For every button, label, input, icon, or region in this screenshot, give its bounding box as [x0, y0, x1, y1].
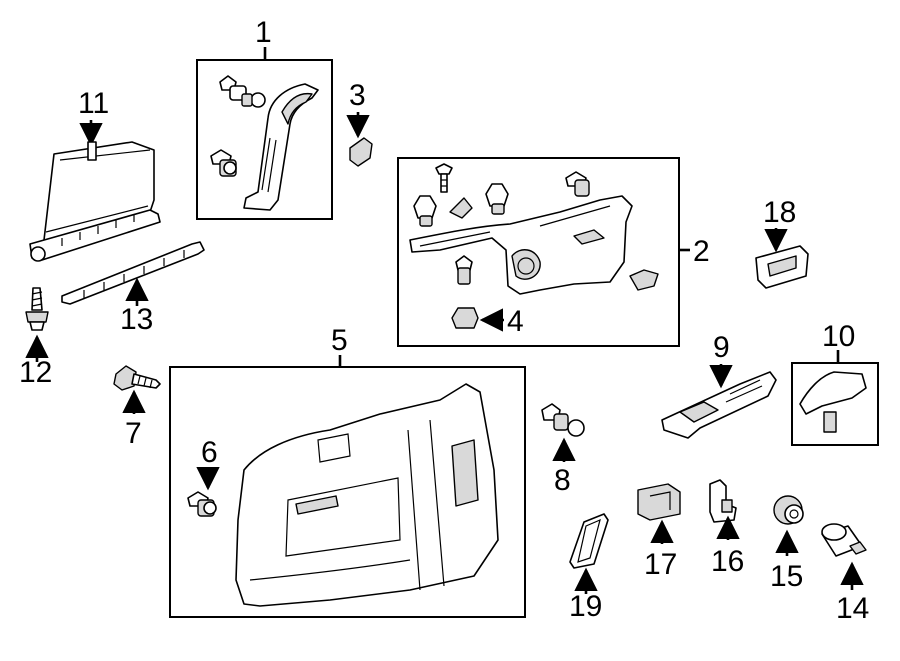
clip-icon: [455, 255, 473, 285]
clip-icon: [187, 491, 217, 517]
bezel-icon: [569, 513, 609, 569]
part-7-group[interactable]: 7: [113, 365, 161, 450]
part-11-group[interactable]: 11: [29, 87, 161, 262]
clip-icon: [349, 137, 373, 167]
part-17-group[interactable]: 17: [637, 483, 681, 581]
callout-5: 5: [331, 324, 348, 357]
quarter-trim-panel: [235, 383, 499, 607]
retainer-icon: [451, 307, 479, 329]
clip-icon: [541, 403, 585, 437]
callout-18: 18: [763, 196, 796, 229]
part-9-group[interactable]: 9: [661, 331, 777, 439]
callout-16: 16: [711, 545, 744, 578]
callout-17: 17: [644, 548, 677, 581]
callout-6: 6: [201, 436, 218, 469]
switch-icon: [637, 483, 681, 521]
part-2-frame: [397, 157, 680, 347]
clip-icon: [485, 183, 509, 215]
callout-13: 13: [120, 303, 153, 336]
part-18-group[interactable]: 18: [755, 196, 809, 289]
clip-icon: [435, 163, 453, 193]
callout-1: 1: [255, 16, 272, 49]
part-19-group[interactable]: 19: [569, 513, 609, 623]
callout-4: 4: [507, 305, 524, 338]
callout-15: 15: [770, 560, 803, 593]
clip-icon: [449, 197, 473, 219]
callout-12: 12: [19, 356, 52, 389]
trim-rail: [61, 241, 205, 305]
part-5-frame: [169, 366, 526, 618]
part-2-group[interactable]: 2: [397, 157, 710, 347]
clip-icon: [219, 75, 266, 108]
part-10-group[interactable]: 10: [791, 320, 879, 446]
part-1-group[interactable]: 1: [196, 16, 333, 220]
part-6-group[interactable]: 6: [187, 436, 220, 517]
callout-9: 9: [713, 331, 730, 364]
clip-icon: [413, 195, 437, 227]
socket-icon: [773, 495, 804, 525]
rear-panel: [409, 195, 633, 295]
handle-cover: [799, 371, 867, 415]
part-4-group[interactable]: 4: [451, 305, 524, 338]
part-14-group[interactable]: 14: [821, 523, 869, 625]
part-13-group[interactable]: 13: [61, 241, 205, 336]
part-16-group[interactable]: 16: [709, 479, 744, 578]
bolt-icon: [25, 287, 49, 331]
clip-icon: [565, 171, 590, 197]
part-5-group[interactable]: 5: [169, 324, 526, 618]
callout-7: 7: [125, 417, 142, 450]
callout-10: 10: [822, 320, 855, 353]
screw-icon: [113, 365, 161, 391]
callout-14: 14: [836, 592, 869, 625]
callout-2: 2: [693, 235, 710, 268]
part-15-group[interactable]: 15: [770, 495, 804, 593]
callout-11: 11: [78, 87, 109, 120]
power-outlet-icon: [821, 523, 867, 557]
handle-trim: [661, 371, 777, 439]
callout-8: 8: [554, 464, 571, 497]
part-12-group[interactable]: 12: [19, 287, 52, 389]
part-8-group[interactable]: 8: [541, 403, 585, 497]
part-10-frame: [791, 362, 879, 446]
callout-3: 3: [349, 79, 366, 112]
callout-19: 19: [569, 590, 602, 623]
part-3-group[interactable]: 3: [346, 79, 373, 167]
fastener-icon: [210, 149, 237, 177]
